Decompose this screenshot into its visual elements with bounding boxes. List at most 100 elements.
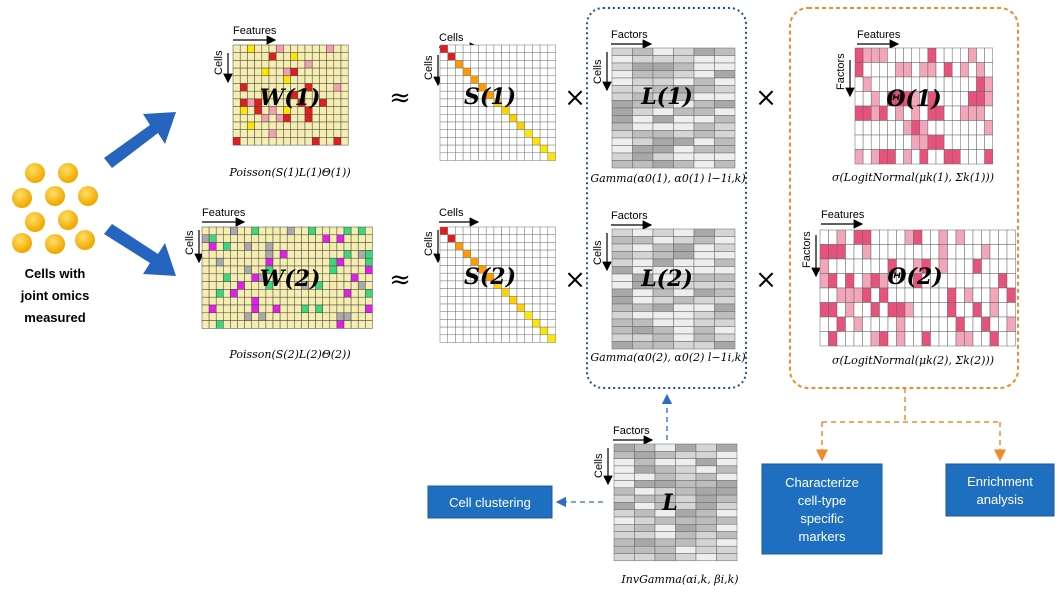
matrix-cell <box>247 52 255 61</box>
matrix-cell <box>485 226 495 235</box>
matrix-cell <box>935 134 945 150</box>
matrix-cell <box>532 242 541 251</box>
matrix-cell <box>714 258 736 267</box>
matrix-cell <box>265 257 274 267</box>
enrichment-line-1: Enrichment <box>967 474 1033 489</box>
matrix-cell <box>611 303 633 312</box>
cells-caption-line-2: joint omics <box>20 288 90 303</box>
matrix-cell <box>275 60 284 69</box>
matrix-cell <box>215 265 224 275</box>
matrix-cell <box>244 257 252 267</box>
matrix-cell <box>516 272 525 282</box>
matrix-cell <box>311 114 320 123</box>
matrix-cell <box>714 333 736 342</box>
matrix-cell <box>819 273 829 289</box>
matrix-cell <box>286 304 295 314</box>
matrix-cell <box>322 289 331 298</box>
matrix-cell <box>501 226 510 235</box>
matrix-cell <box>485 242 495 251</box>
matrix-cell <box>447 144 456 154</box>
matrix-cell <box>524 98 533 107</box>
matrix-cell <box>215 250 224 259</box>
matrix-cell <box>947 244 957 260</box>
matrix-cell <box>632 115 654 124</box>
matrix-cell <box>539 75 549 84</box>
matrix-cell <box>652 115 674 124</box>
matrix-cell <box>524 303 533 312</box>
l1-matrix <box>611 47 736 169</box>
matrix-cell <box>230 234 238 243</box>
s2-label: S(2) <box>464 264 516 290</box>
matrix-cell <box>326 52 335 61</box>
matrix-cell <box>439 242 448 251</box>
matrix-cell <box>539 319 549 328</box>
matrix-cell <box>485 129 495 138</box>
matrix-cell <box>935 120 945 136</box>
matrix-cell <box>927 47 937 63</box>
matrix-cell <box>201 281 210 290</box>
matrix-cell <box>357 257 366 267</box>
matrix-cell <box>365 265 373 275</box>
matrix-cell <box>1006 316 1016 332</box>
matrix-cell <box>632 122 654 131</box>
matrix-cell <box>716 538 738 547</box>
matrix-cell <box>493 114 502 123</box>
matrix-cell <box>223 234 231 243</box>
matrix-cell <box>1006 302 1016 318</box>
matrix-cell <box>613 465 635 474</box>
matrix-cell <box>311 60 320 69</box>
matrix-cell <box>501 311 510 320</box>
matrix-cell <box>613 553 635 562</box>
matrix-cell <box>501 234 510 243</box>
matrix-cell <box>955 302 965 318</box>
l1-cells-label: Cells <box>592 59 604 84</box>
matrix-cell <box>329 296 338 306</box>
matrix-cell <box>516 129 525 138</box>
matrix-cell <box>455 67 464 77</box>
matrix-cell <box>447 234 456 243</box>
matrix-cell <box>695 545 717 554</box>
matrix-cell <box>998 229 1008 245</box>
matrix-cell <box>319 60 327 69</box>
matrix-cell <box>275 137 284 146</box>
matrix-cell <box>301 320 309 329</box>
theta1-label: Θ(1) <box>886 86 941 112</box>
matrix-cell <box>290 121 299 130</box>
matrix-cell <box>251 250 260 259</box>
matrix-cell <box>439 152 448 161</box>
matrix-cell <box>976 62 985 78</box>
matrix-cell <box>254 67 263 77</box>
matrix-cell <box>319 114 327 123</box>
matrix-cell <box>516 52 525 61</box>
matrix-cell <box>611 236 633 245</box>
matrix-cell <box>297 67 306 77</box>
theta2-label: Θ(2) <box>887 264 942 290</box>
matrix-cell <box>215 273 224 282</box>
matrix-cell <box>879 134 888 150</box>
matrix-cell <box>509 334 518 343</box>
matrix-cell <box>693 122 715 131</box>
matrix-cell <box>1006 258 1016 274</box>
matrix-cell <box>326 98 335 107</box>
matrix-cell <box>516 60 525 69</box>
matrix-cell <box>365 273 373 282</box>
matrix-cell <box>714 281 736 290</box>
matrix-cell <box>275 52 284 61</box>
matrix-cell <box>632 55 654 64</box>
matrix-cell <box>964 302 974 318</box>
matrix-cell <box>714 137 736 146</box>
matrix-cell <box>439 334 448 343</box>
matrix-cell <box>470 60 479 69</box>
theta2-features-label: Features <box>821 209 865 221</box>
matrix-cell <box>524 319 533 328</box>
matrix-cell <box>279 304 288 314</box>
matrix-cell <box>336 226 345 236</box>
matrix-cell <box>862 134 872 150</box>
matrix-cell <box>268 67 277 77</box>
matrix-cell <box>652 137 674 146</box>
matrix-cell <box>462 296 472 305</box>
matrix-cell <box>968 62 977 78</box>
matrix-cell <box>223 265 231 275</box>
matrix-cell <box>308 250 316 259</box>
matrix-cell <box>968 134 977 150</box>
